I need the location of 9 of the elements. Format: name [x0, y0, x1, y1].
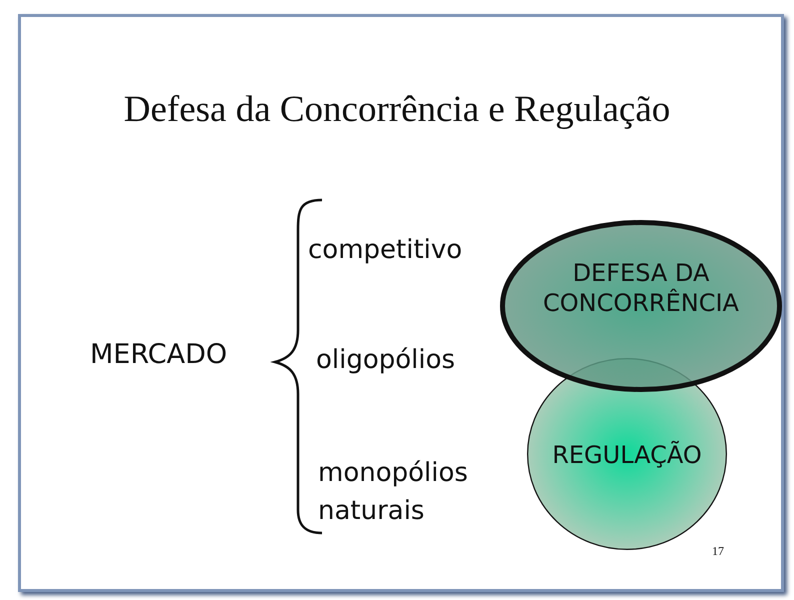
ellipse-label: DEFESA DA CONCORRÊNCIA: [542, 258, 740, 318]
ellipse-label: REGULAÇÃO: [551, 440, 703, 470]
ellipse: [500, 220, 782, 392]
category-label: competitivo: [308, 234, 462, 267]
title: Defesa da Concorrência e Regulação: [122, 88, 672, 131]
market-label: MERCADO: [90, 338, 228, 372]
category-label: oligopólios: [316, 344, 456, 377]
category-label: monopólios naturais: [318, 457, 469, 528]
page-number: 17: [712, 543, 724, 560]
